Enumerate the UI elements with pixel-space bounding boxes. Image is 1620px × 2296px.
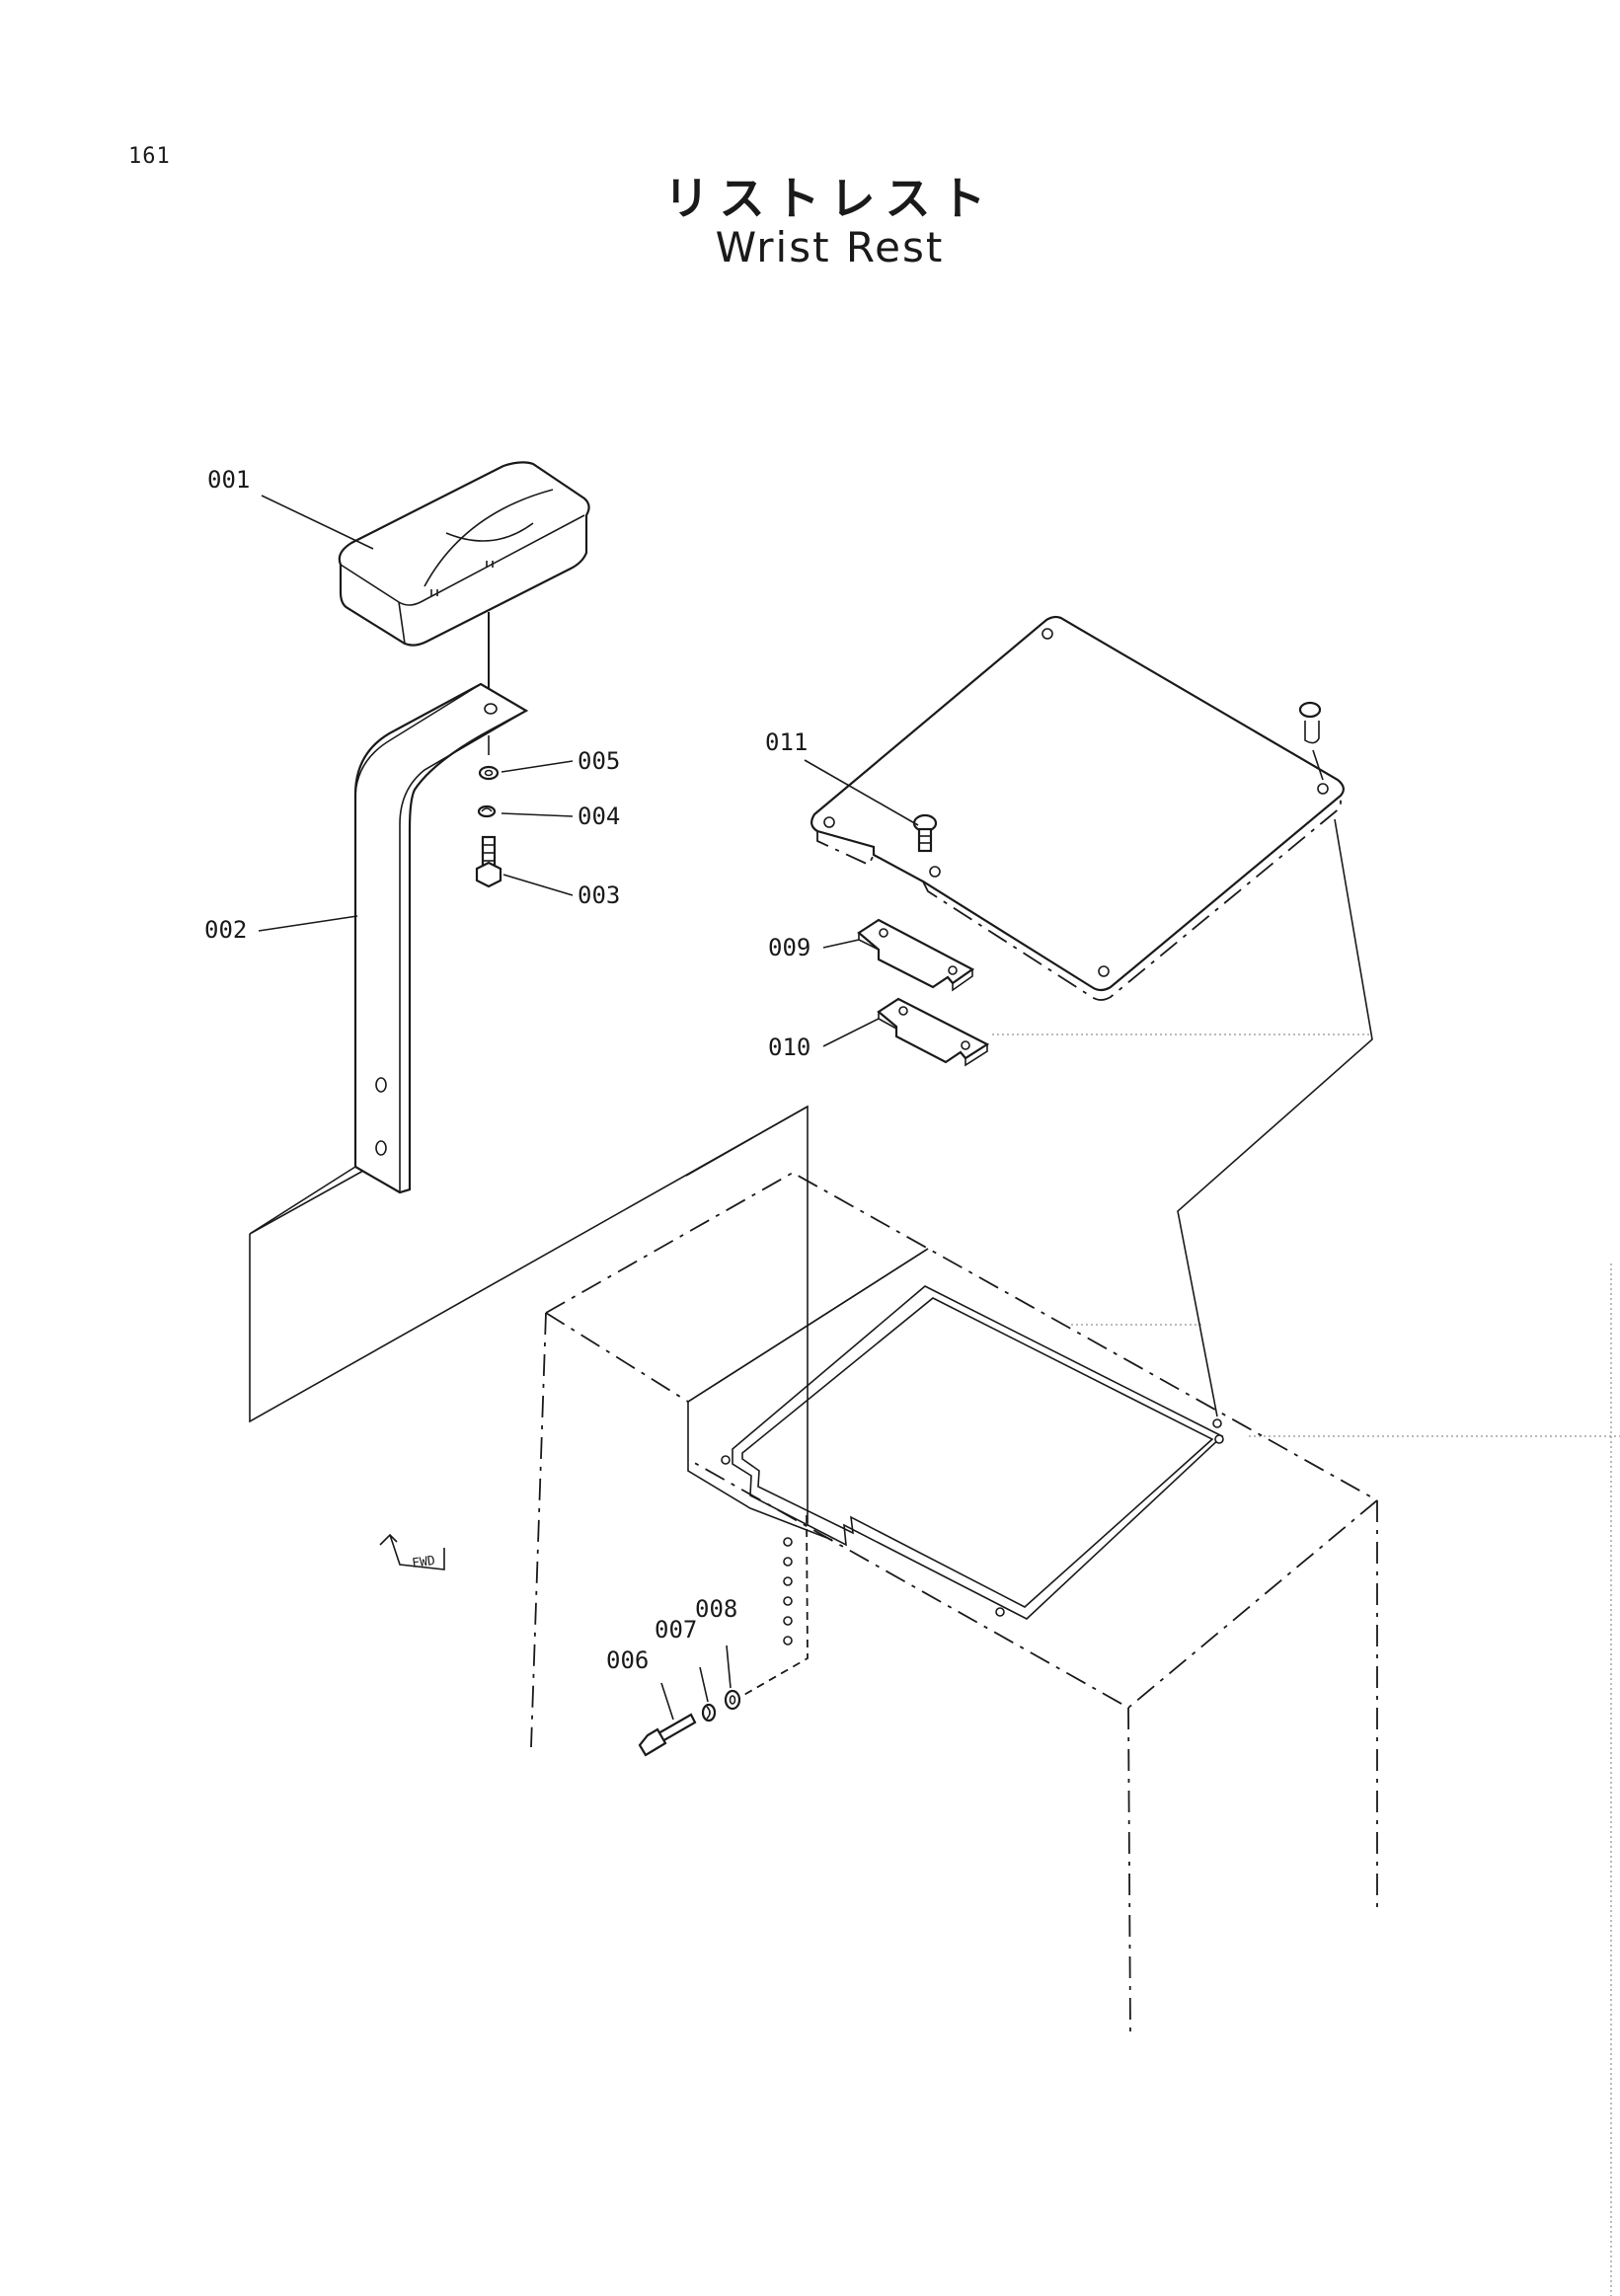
fwd-indicator: FWD [379,1533,445,1571]
plate-009 [857,918,975,992]
armrest-bracket [249,682,529,1235]
callout-001: 001 [207,466,250,494]
cover-panel [810,615,1345,1001]
callout-010: 010 [768,1033,810,1061]
fwd-label: FWD [411,1554,436,1571]
callout-002: 002 [204,916,247,944]
callout-labels: 001 002 003 004 005 006 007 008 009 010 … [204,466,810,1674]
title-japanese: リストレスト [663,172,996,225]
callout-003: 003 [578,881,620,909]
fasteners-003-005 [475,735,502,888]
alignment-line [1177,818,1373,1417]
callout-011: 011 [765,728,808,756]
callout-008: 008 [695,1595,737,1623]
bolt-set [638,1514,809,1757]
callout-005: 005 [578,747,620,775]
page-number: 161 [128,144,171,169]
callout-007: 007 [655,1616,697,1644]
plate-010 [877,997,1372,1067]
side-cover-plate [249,1105,929,1525]
leader-lines [258,495,919,1721]
callout-009: 009 [768,934,810,961]
callout-004: 004 [578,803,620,830]
title-english: Wrist Rest [715,223,945,271]
callout-006: 006 [606,1646,649,1674]
armrest-pad [338,461,590,696]
